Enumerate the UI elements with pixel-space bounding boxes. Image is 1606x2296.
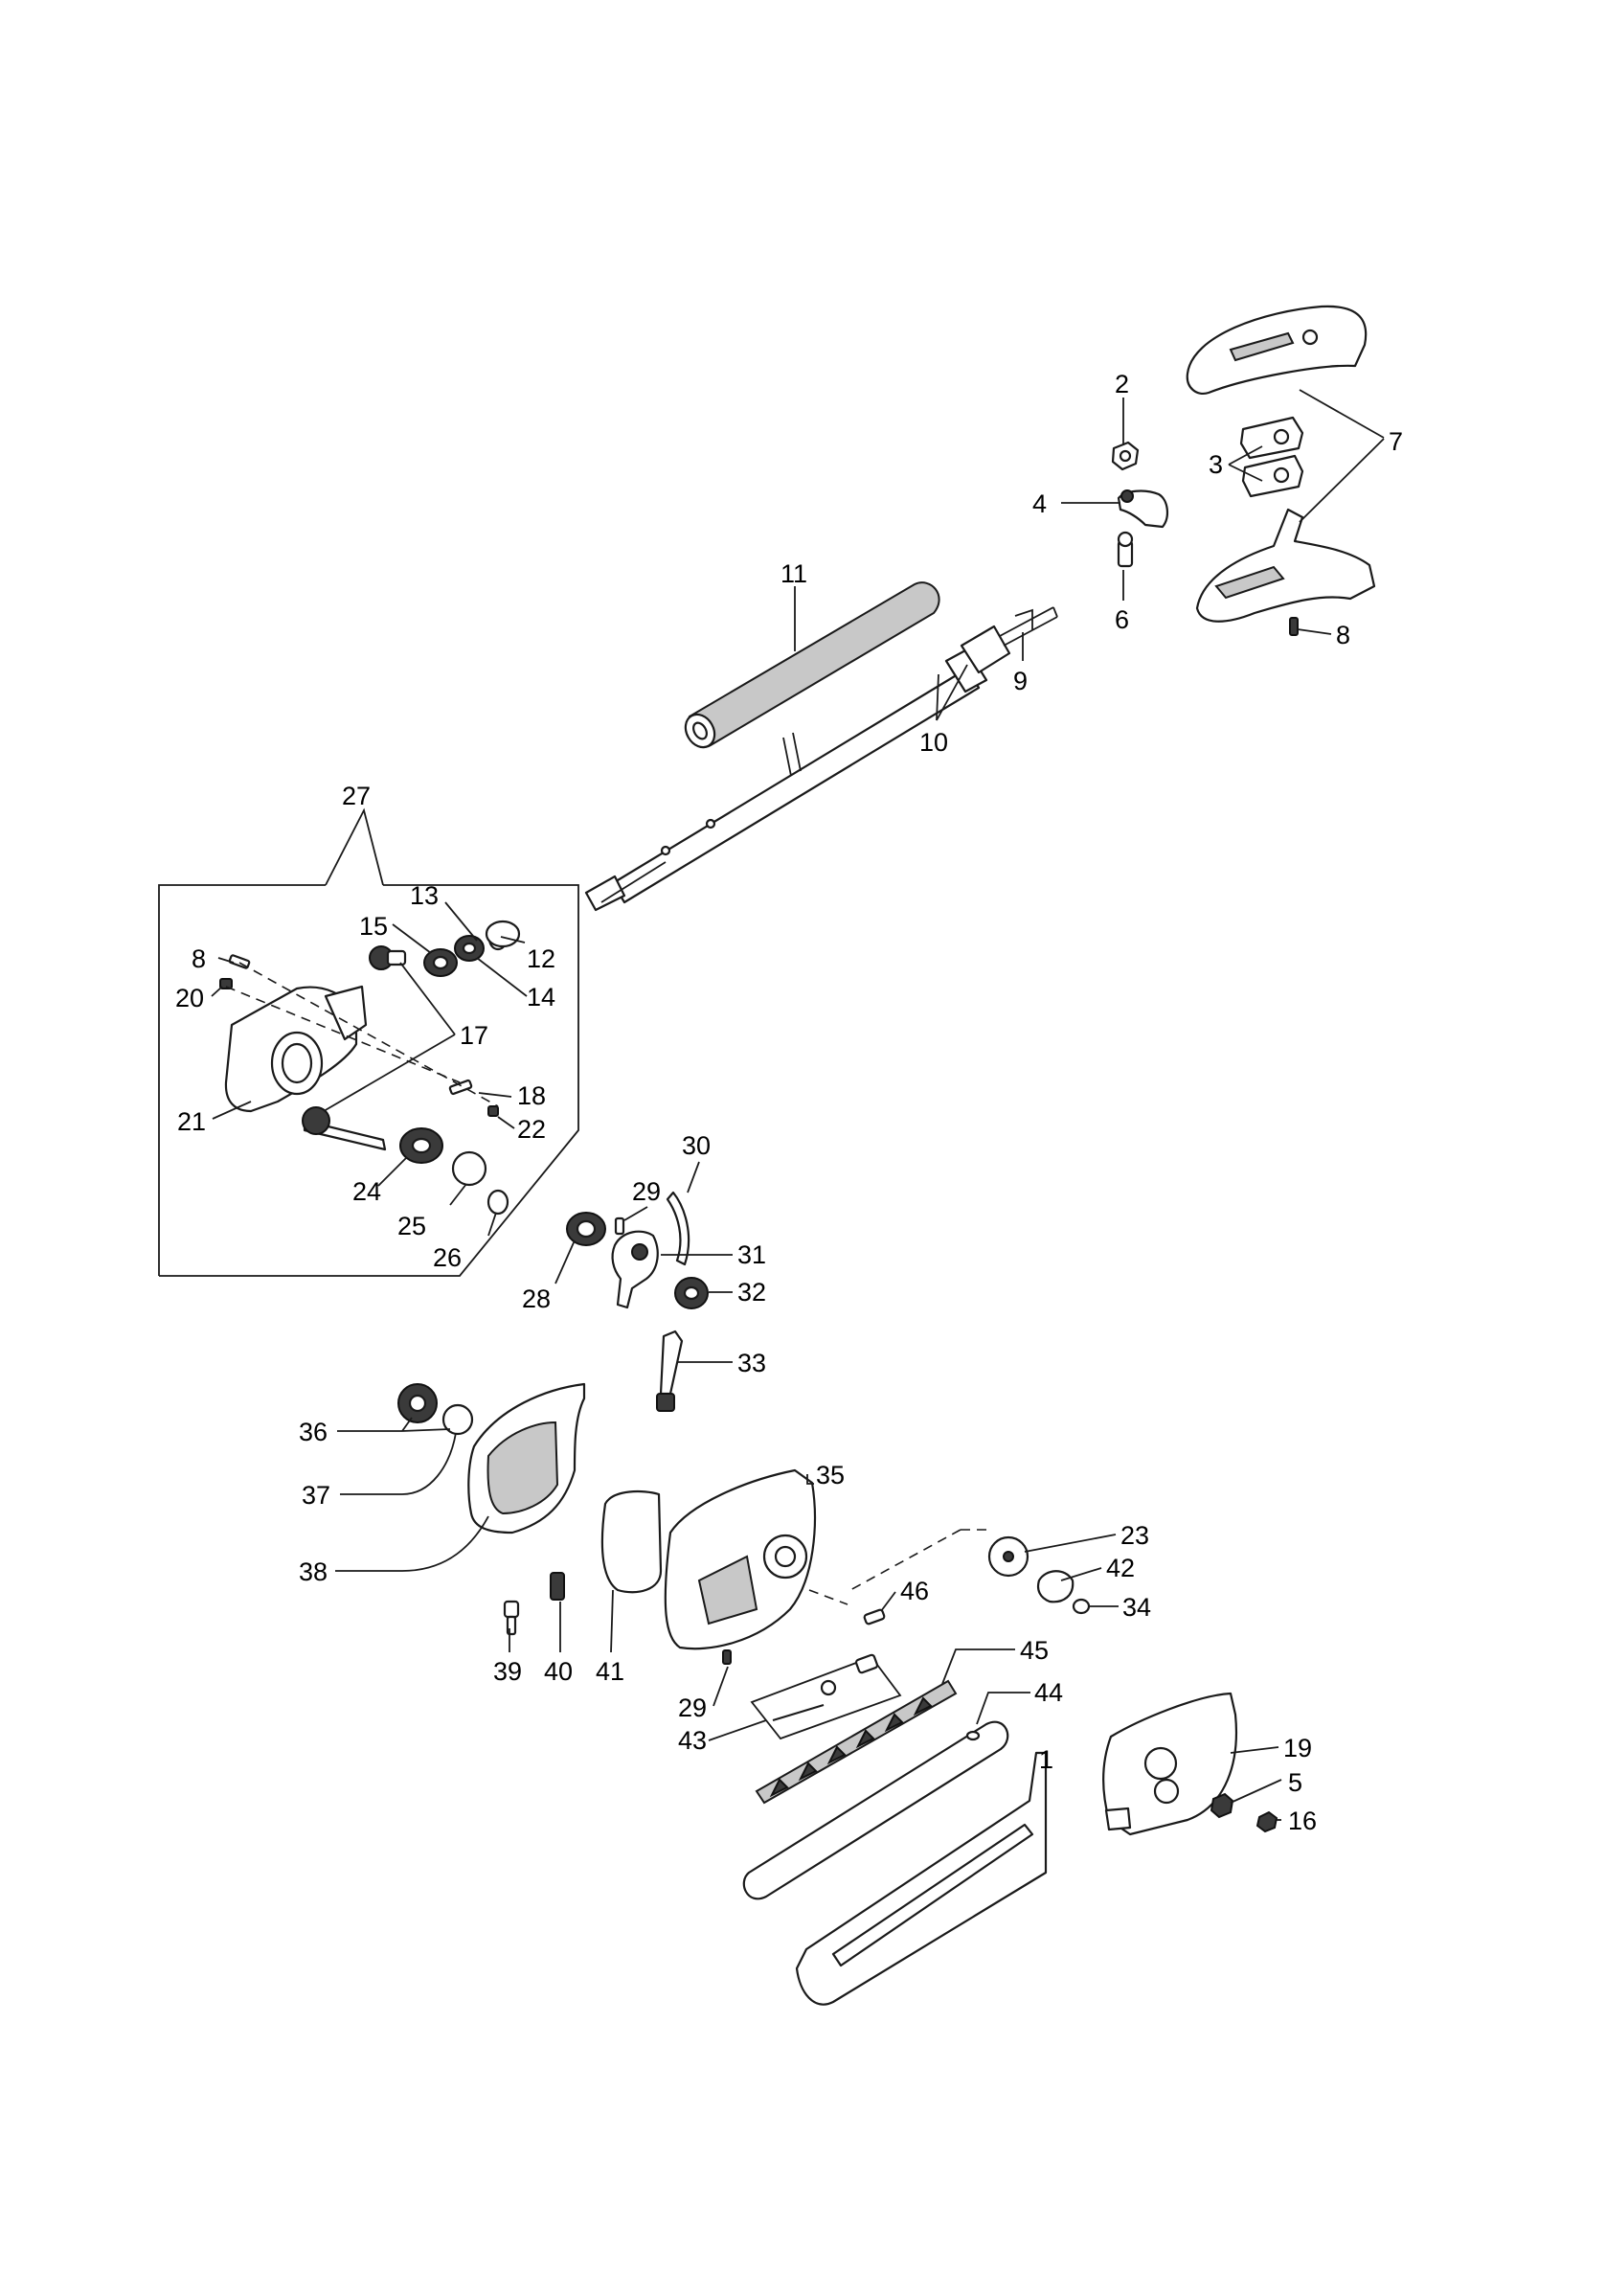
- screw-part-6: [1117, 531, 1134, 568]
- guide-bar-housing-part: [664, 1468, 816, 1650]
- callout-14: 14: [527, 983, 555, 1012]
- bearing-parts: [399, 920, 521, 1216]
- callout-4: 4: [1032, 489, 1047, 518]
- callout-26: 26: [433, 1243, 462, 1272]
- callout-28: 28: [522, 1284, 551, 1313]
- bar-scabbard-part: [795, 1751, 1048, 2006]
- callout-8-top: 8: [1336, 621, 1350, 649]
- callout-1: 1: [1039, 1745, 1053, 1774]
- callout-13: 13: [410, 881, 439, 910]
- nut-parts-cover: [1210, 1792, 1278, 1833]
- cover-part-38: [467, 1382, 586, 1534]
- callout-21: 21: [177, 1107, 206, 1136]
- callout-45: 45: [1020, 1636, 1049, 1665]
- tensioner-assembly: [750, 1653, 902, 1740]
- callout-9: 9: [1013, 667, 1028, 695]
- callout-32: 32: [737, 1278, 766, 1307]
- callout-36: 36: [299, 1418, 328, 1446]
- clamp-parts: [1239, 416, 1304, 498]
- callout-23: 23: [1120, 1521, 1149, 1550]
- callout-33: 33: [737, 1349, 766, 1377]
- callout-15: 15: [359, 912, 388, 941]
- callout-42: 42: [1106, 1554, 1135, 1582]
- callout-43: 43: [678, 1726, 707, 1755]
- callout-18: 18: [517, 1081, 546, 1110]
- grip-sleeve-part: [684, 581, 940, 749]
- callout-25: 25: [397, 1212, 426, 1240]
- sprocket-cover-part: [1102, 1692, 1237, 1836]
- callout-30: 30: [682, 1131, 711, 1160]
- callout-41: 41: [596, 1657, 624, 1686]
- callout-40: 40: [544, 1657, 573, 1686]
- callout-16: 16: [1288, 1807, 1317, 1835]
- saw-chain-part: [755, 1679, 958, 1805]
- callout-37: 37: [302, 1481, 330, 1510]
- callout-46: 46: [900, 1577, 929, 1605]
- handle-housing-part: [1186, 305, 1376, 623]
- gearbox-housing-part: [224, 985, 368, 1113]
- oil-pump-parts: [566, 1191, 709, 1412]
- washer-parts: [987, 1535, 1091, 1615]
- callout-20: 20: [175, 984, 204, 1012]
- callout-labels: 2 3 4 6 7 8 9 10 11 27 13 15 12 8 14 20 …: [175, 370, 1403, 1835]
- sprocket-parts: [397, 1383, 474, 1436]
- callout-8-gearbox: 8: [192, 944, 206, 973]
- callout-39: 39: [493, 1657, 522, 1686]
- gearbox-assembly-frame: [158, 807, 579, 1277]
- gasket-part: [600, 1489, 663, 1594]
- guide-bar-part: [742, 1720, 1009, 1900]
- callout-11: 11: [780, 559, 807, 588]
- callout-29-top: 29: [632, 1177, 661, 1206]
- callout-12: 12: [527, 944, 555, 973]
- callout-7: 7: [1389, 427, 1403, 456]
- callout-3: 3: [1209, 450, 1223, 479]
- callout-34: 34: [1122, 1593, 1151, 1622]
- callout-29-bottom: 29: [678, 1694, 707, 1722]
- clip-part: [1117, 489, 1168, 529]
- callout-17: 17: [460, 1021, 488, 1050]
- callout-35: 35: [816, 1461, 845, 1489]
- callout-10: 10: [919, 728, 948, 757]
- callout-22: 22: [517, 1115, 546, 1144]
- callout-2: 2: [1115, 370, 1129, 398]
- callout-44: 44: [1034, 1678, 1063, 1707]
- nut-part: [1111, 441, 1140, 471]
- gear-parts: [302, 945, 407, 1151]
- callout-38: 38: [299, 1557, 328, 1586]
- drive-tube-part: [584, 606, 1058, 912]
- screw-part-8-top: [1289, 617, 1299, 636]
- leader-lines: [211, 389, 1385, 1821]
- callout-31: 31: [737, 1240, 766, 1269]
- callout-5: 5: [1288, 1768, 1302, 1797]
- callout-19: 19: [1283, 1734, 1312, 1762]
- callout-27: 27: [342, 782, 371, 810]
- pin-parts: [503, 1572, 886, 1665]
- screw-parts-gearbox: [219, 954, 499, 1117]
- callout-24: 24: [352, 1177, 381, 1206]
- callout-6: 6: [1115, 605, 1129, 634]
